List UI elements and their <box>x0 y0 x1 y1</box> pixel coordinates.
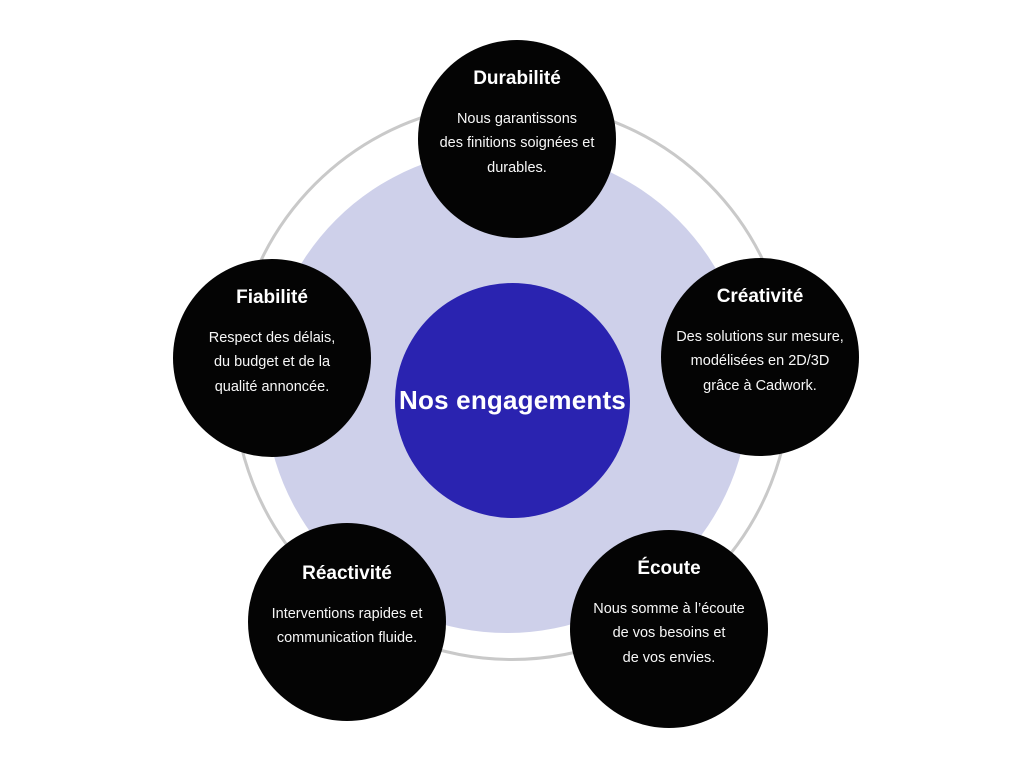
node-ecoute-description: Nous somme à l’écoute de vos besoins et … <box>593 600 745 666</box>
node-creativite-description: Des solutions sur mesure, modélisées en … <box>676 328 844 394</box>
node-reactivite-title: Réactivité <box>302 563 392 585</box>
node-reactivite: Réactivité Interventions rapides et comm… <box>248 523 446 721</box>
center-circle: Nos engagements <box>395 283 630 518</box>
center-label: Nos engagements <box>399 385 626 415</box>
node-ecoute: Écoute Nous somme à l’écoute de vos beso… <box>570 530 768 728</box>
node-fiabilite: Fiabilité Respect des délais, du budget … <box>173 259 371 457</box>
node-fiabilite-title: Fiabilité <box>236 287 308 309</box>
node-reactivite-description: Interventions rapides et communication f… <box>271 606 423 647</box>
node-fiabilite-description: Respect des délais, du budget et de la q… <box>208 329 336 395</box>
node-durabilite: Durabilité Nous garantissons des finitio… <box>418 40 616 238</box>
node-creativite-title: Créativité <box>716 286 804 308</box>
node-ecoute-title: Écoute <box>637 558 701 580</box>
node-durabilite-description: Nous garantissons des finitions soignées… <box>439 110 595 176</box>
node-creativite: Créativité Des solutions sur mesure, mod… <box>661 258 859 456</box>
node-durabilite-title: Durabilité <box>473 68 561 90</box>
